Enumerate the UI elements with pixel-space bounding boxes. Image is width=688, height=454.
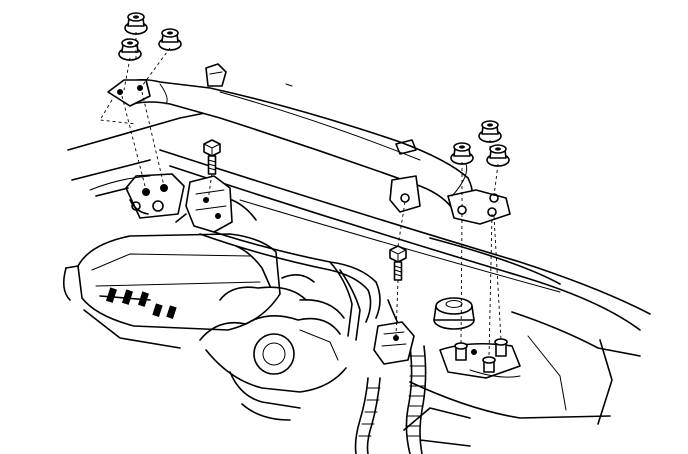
flange-nut-icon [478,120,502,143]
harness-bracket [373,321,415,365]
valve-cover [62,233,281,349]
flange-nut-icon [158,28,182,51]
hex-bolt-icon [203,139,221,175]
hex-bolt-icon [389,245,407,281]
hoses [195,225,405,341]
right-shock-tower [433,297,521,379]
leader-lines [99,32,502,359]
flange-nut-icon [124,12,148,35]
center-bracket-assembly [175,175,257,233]
left-shock-tower [125,173,185,219]
strut-brace-bar [107,78,511,225]
flange-nut-icon [118,38,142,61]
tower-stud [494,338,508,357]
engine-block [199,274,347,421]
stray-mark [285,83,293,87]
engine-bay-outline [67,103,651,447]
tower-stud [454,342,468,361]
tower-stud [482,356,496,373]
valve-cover-fins [105,287,177,319]
bar-bracket [205,63,227,87]
flange-nut-icon [450,142,474,165]
